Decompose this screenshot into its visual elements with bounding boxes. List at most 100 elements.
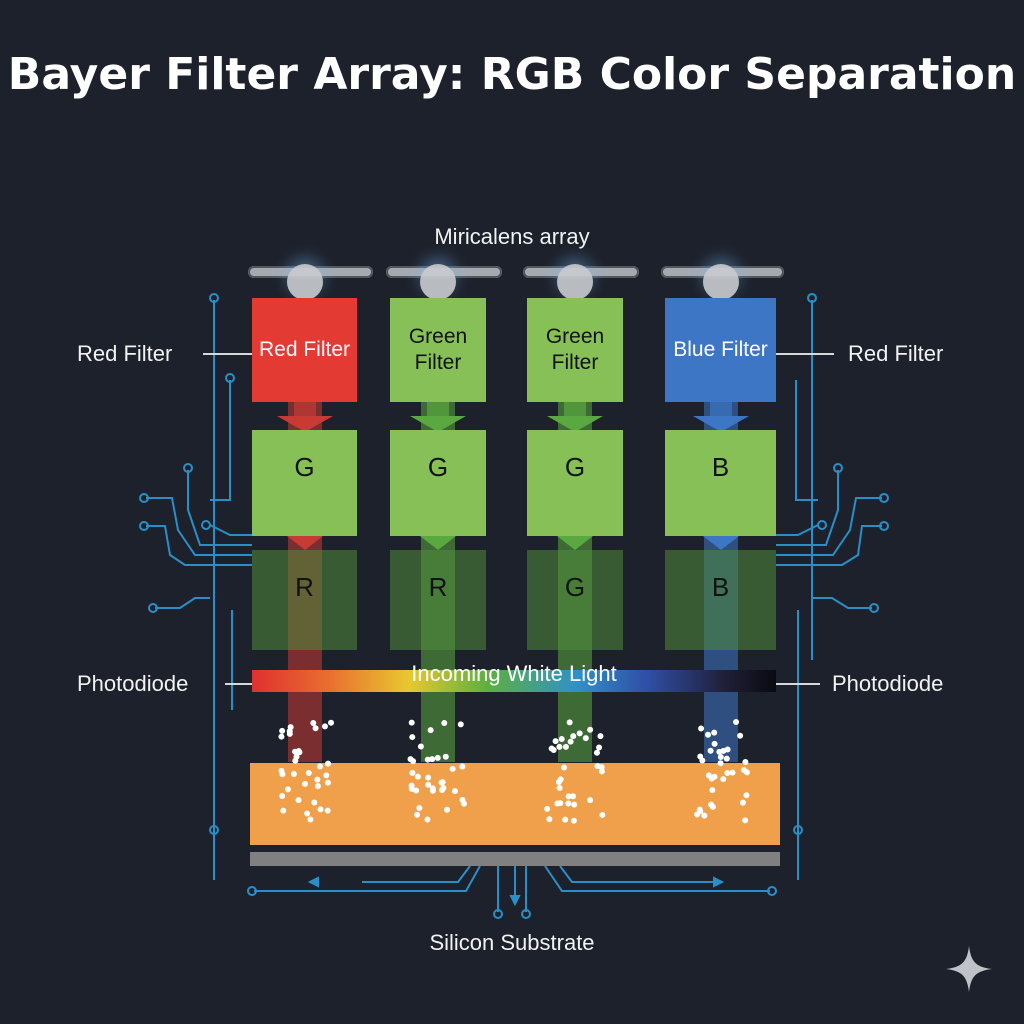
electron-particle [697, 808, 704, 815]
filter-label: Green Filter [545, 325, 605, 374]
right-filter-label: Red Filter [848, 341, 944, 366]
electron-particle [729, 769, 736, 776]
color-filter: Green Filter [527, 298, 623, 402]
electron-particle [325, 760, 332, 767]
electron-particle [570, 733, 577, 740]
electron-particle [742, 758, 749, 765]
electron-particle [438, 779, 445, 786]
electron-particle [571, 801, 578, 808]
arrow-down-icon [692, 402, 749, 432]
electron-particle [598, 764, 605, 771]
electron-particle [324, 807, 331, 814]
arrow-down-icon [286, 536, 323, 550]
electron-particle [565, 800, 572, 807]
electron-particle [709, 787, 716, 794]
electron-particle [307, 816, 314, 823]
electron-particle [597, 733, 604, 740]
electron-particle [408, 719, 415, 726]
right-filter-leader [776, 353, 834, 355]
microlens [557, 264, 593, 300]
electron-particle [737, 732, 744, 739]
photodiode-layer [250, 763, 780, 845]
electron-particle [279, 793, 286, 800]
microlens [286, 264, 323, 300]
color-filter: Green Filter [390, 298, 486, 402]
electron-particle [558, 735, 565, 742]
right-photodiode-label: Photodiode [832, 671, 944, 696]
spectrum-label: Incoming White Light [411, 661, 617, 686]
top-pixel-cell: G [527, 430, 623, 536]
top-pixel-cell: B [665, 430, 776, 536]
electron-particle [555, 779, 562, 786]
electron-particle [724, 769, 731, 776]
bottom-pixel-cell: B [665, 550, 776, 650]
electron-particle [566, 719, 573, 726]
electron-particle [451, 788, 458, 795]
electron-particle [284, 786, 291, 793]
filter-label: Green Filter [408, 325, 468, 374]
electron-particle [552, 738, 559, 745]
electron-particle [414, 773, 421, 780]
microlens-label: Miricalens array [434, 224, 590, 249]
electron-particle [409, 734, 416, 741]
electron-particle [304, 810, 311, 817]
top-pixel-cell: G [252, 430, 357, 536]
color-filter: Blue Filter [665, 298, 776, 402]
cell-letter: G [564, 452, 586, 482]
cell-letter: R [295, 572, 314, 602]
electron-particle [717, 760, 724, 767]
electron-particle [707, 747, 714, 754]
electron-particle [416, 804, 423, 811]
electron-particle [314, 776, 321, 783]
electron-particle [544, 805, 551, 812]
electron-particle [441, 720, 448, 727]
sparkle-icon [946, 946, 992, 992]
electron-particle [459, 763, 466, 770]
electron-particle [444, 806, 451, 813]
electron-particle [323, 772, 330, 779]
electron-particle [567, 738, 574, 745]
filter-label: Blue Filter [673, 338, 768, 361]
electron-particle [587, 797, 594, 804]
electron-particle [429, 787, 436, 794]
electron-particle [554, 800, 561, 807]
electron-particle [599, 811, 606, 818]
top-pixel-cell: G [390, 430, 486, 536]
electron-particle [457, 721, 464, 728]
arrow-down-icon [702, 536, 739, 550]
electron-particle [408, 782, 415, 789]
electron-particle [556, 743, 563, 750]
electron-particle [293, 753, 300, 760]
circuit-right [776, 293, 889, 880]
arrow-down-icon [547, 402, 603, 432]
electron-particle [321, 723, 328, 730]
electron-particle [711, 729, 718, 736]
cell-letter: B [711, 452, 730, 482]
electron-particle [743, 792, 750, 799]
electron-particle [593, 749, 600, 756]
electron-particle [570, 793, 577, 800]
electron-particle [739, 799, 746, 806]
electron-particle [427, 727, 434, 734]
arrow-down-icon [557, 536, 593, 550]
electron-particle [699, 757, 706, 764]
arrow-down-icon [410, 402, 466, 432]
electron-particle [425, 781, 432, 788]
electron-particle [717, 754, 724, 761]
electron-particle [596, 744, 603, 751]
electron-particle [442, 753, 449, 760]
left-photodiode-label: Photodiode [77, 671, 189, 696]
electron-particle [324, 779, 331, 786]
filter-label: Red Filter [258, 338, 351, 361]
electron-particle [548, 745, 555, 752]
substrate-label: Silicon Substrate [429, 930, 595, 955]
cell-letter: B [711, 572, 730, 602]
electron-particle [317, 806, 324, 813]
electron-particle [701, 812, 708, 819]
electron-particle [724, 746, 731, 753]
arrow-down-icon [420, 536, 456, 550]
cell-letter: G [564, 572, 586, 602]
electron-particle [711, 740, 718, 747]
